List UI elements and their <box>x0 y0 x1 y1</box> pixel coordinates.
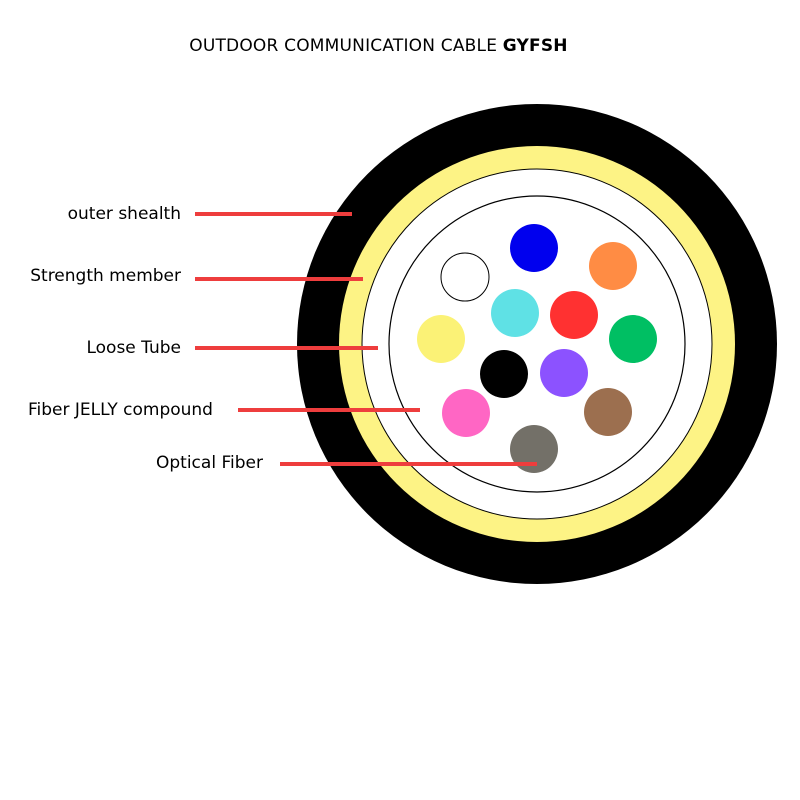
optical-fiber-brown <box>584 388 632 436</box>
optical-fiber-pink <box>442 389 490 437</box>
optical-fiber-yellow <box>417 315 465 363</box>
title-model: GYFSH <box>502 36 568 56</box>
optical-fiber-green <box>609 315 657 363</box>
optical-fiber-white <box>440 252 490 302</box>
label-strength-member: Strength member <box>30 266 181 286</box>
fiber-jelly-compound <box>388 195 686 493</box>
diagram-title: OUTDOOR COMMUNICATION CABLE GYFSH <box>0 36 757 56</box>
label-optical-fiber: Optical Fiber <box>156 453 263 473</box>
title-prefix: OUTDOOR COMMUNICATION CABLE <box>189 36 498 56</box>
label-outer-sheath: outer shealth <box>67 204 181 224</box>
optical-fiber-black <box>480 350 528 398</box>
optical-fiber-gray <box>510 425 558 473</box>
optical-fiber-orange <box>589 242 637 290</box>
label-fiber-jelly: Fiber JELLY compound <box>28 400 213 420</box>
optical-fiber-blue <box>510 224 558 272</box>
label-loose-tube: Loose Tube <box>86 338 181 358</box>
optical-fiber-red <box>550 291 598 339</box>
optical-fiber-cyan <box>491 289 539 337</box>
optical-fiber-purple <box>540 349 588 397</box>
